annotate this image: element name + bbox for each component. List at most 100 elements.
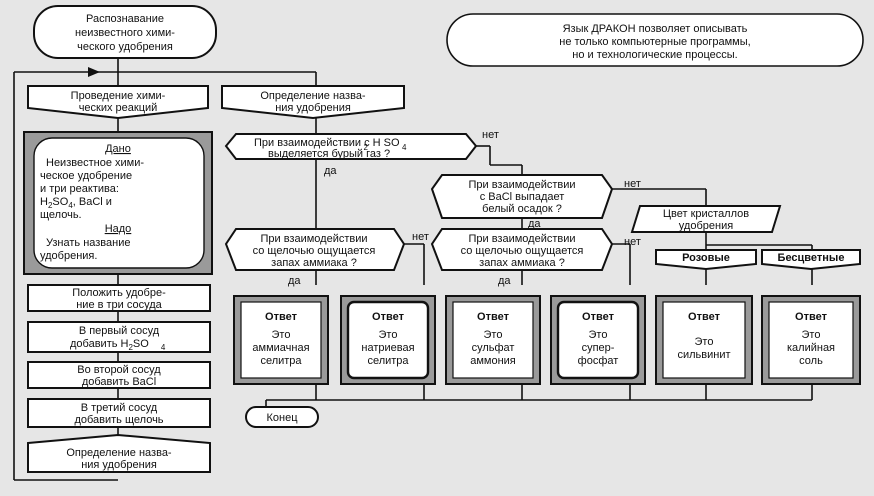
given-formula: H2SO4, BaCl и — [40, 196, 112, 210]
no-label: нет — [482, 129, 499, 141]
question-line: со щелочью ощущается — [461, 245, 584, 257]
no-label: нет — [624, 236, 641, 248]
step-box: В третий сосуд добавить щелочь — [27, 398, 211, 428]
needed-line: Узнать название — [46, 237, 130, 249]
arrow-icon — [88, 67, 100, 77]
step-address: Определение назва- ния удобрения — [27, 433, 211, 473]
answer-line: Это — [272, 329, 291, 341]
step-line: Во второй сосуд — [77, 364, 161, 376]
start-line: Распознавание — [86, 13, 164, 25]
answer-title: Ответ — [795, 311, 828, 323]
answer-box: Ответ Это супер- фосфат — [550, 295, 646, 385]
case-pink: Розовые — [655, 249, 757, 271]
answer-box: Ответ Это натриевая селитра — [340, 295, 436, 385]
yes-label: да — [324, 165, 337, 177]
answer-line: калийная — [787, 342, 835, 354]
end-label: Конец — [266, 412, 298, 424]
answer-title: Ответ — [688, 311, 721, 323]
answer-line: аммиачная — [252, 342, 309, 354]
answer-line: сильвинит — [677, 349, 730, 361]
needed-title: Надо — [105, 223, 132, 235]
end-terminator: Конец — [245, 406, 319, 428]
case-label: Розовые — [682, 252, 730, 264]
answer-line: Это — [695, 336, 714, 348]
given-line: ческое удобрение — [40, 170, 132, 182]
step-box: Положить удобре- ние в три сосуда — [27, 284, 211, 312]
note-line: Язык ДРАКОН позволяет описывать — [563, 23, 748, 35]
answer-line: аммония — [470, 355, 516, 367]
given-box: Дано Неизвестное хими- ческое удобрение … — [23, 131, 213, 275]
question-line: с BaCl выпадает — [480, 191, 565, 203]
branch-line: Проведение хими- — [71, 90, 166, 102]
question-white-precipitate: При взаимодействии с BaCl выпадает белый… — [430, 174, 614, 219]
needed-line: удобрения. — [40, 250, 97, 262]
answer-line: Это — [802, 329, 821, 341]
yes-label: да — [528, 218, 541, 230]
step-line: ния удобрения — [81, 459, 157, 471]
step-line: добавить щелочь — [74, 414, 163, 426]
given-line: щелочь. — [40, 209, 82, 221]
answer-line: селитра — [367, 355, 409, 367]
step-line: Определение назва- — [66, 447, 172, 459]
question-line: выделяется бурый газ ? — [268, 148, 390, 160]
note-line: не только компьютерные программы, — [559, 36, 750, 48]
step-line: Положить удобре- — [72, 287, 166, 299]
given-title: Дано — [105, 143, 131, 155]
answer-title: Ответ — [477, 311, 510, 323]
step-line: ние в три сосуда — [76, 299, 162, 311]
answer-box: Ответ Это калийная соль — [761, 295, 861, 385]
start-line: неизвестного хими- — [75, 27, 175, 39]
case-label: Бесцветные — [778, 252, 845, 264]
answer-line: натриевая — [361, 342, 414, 354]
yes-label: да — [498, 275, 511, 287]
given-line: и три реактива: — [40, 183, 119, 195]
answer-line: Это — [484, 329, 503, 341]
answer-box: Ответ Это сильвинит — [655, 295, 753, 385]
question-ammonia-right: При взаимодействии со щелочью ощущается … — [430, 228, 614, 271]
answer-line: сульфат — [472, 342, 515, 354]
branch-line: ния удобрения — [275, 102, 351, 114]
note-line: но и технологические процессы. — [572, 49, 737, 61]
step-line: В первый сосуд — [79, 325, 160, 337]
question-line: При взаимодействии — [468, 179, 575, 191]
note-box: Язык ДРАКОН позволяет описывать не тольк… — [446, 13, 864, 67]
answer-line: фосфат — [578, 355, 619, 367]
question-ammonia-left: При взаимодействии со щелочью ощущается … — [224, 228, 406, 271]
no-label: нет — [412, 231, 429, 243]
answer-title: Ответ — [265, 311, 298, 323]
answer-line: селитра — [260, 355, 302, 367]
start-line: ческого удобрения — [77, 41, 173, 53]
question-line: запах аммиака ? — [271, 257, 357, 269]
branch-line: ческих реакций — [79, 102, 158, 114]
given-line: Неизвестное хими- — [46, 157, 144, 169]
question-line: запах аммиака ? — [479, 257, 565, 269]
answer-line: супер- — [582, 342, 615, 354]
start-terminator: Распознавание неизвестного хими- ческого… — [33, 5, 217, 59]
branch-line: Определение назва- — [260, 90, 366, 102]
answer-title: Ответ — [372, 311, 405, 323]
answer-line: Это — [589, 329, 608, 341]
branch-header-name: Определение назва- ния удобрения — [221, 85, 405, 120]
branch-header-reactions: Проведение хими- ческих реакций — [27, 85, 209, 120]
question-line: белый осадок ? — [482, 203, 562, 215]
question-line: со щелочью ощущается — [253, 245, 376, 257]
answer-title: Ответ — [582, 311, 615, 323]
no-label: нет — [624, 178, 641, 190]
answer-box: Ответ Это сульфат аммония — [445, 295, 541, 385]
answer-box: Ответ Это аммиачная селитра — [233, 295, 329, 385]
yes-label: да — [288, 275, 301, 287]
step-line: добавить BaCl — [82, 376, 156, 388]
switch-crystal-color: Цвет кристаллов удобрения — [630, 205, 782, 233]
question-line: При взаимодействии — [260, 233, 367, 245]
answer-line: Это — [379, 329, 398, 341]
switch-line: Цвет кристаллов — [663, 208, 749, 220]
step-box: Во второй сосуд добавить BaCl — [27, 361, 211, 389]
case-colorless: Бесцветные — [761, 249, 861, 271]
question-line: При взаимодействии — [468, 233, 575, 245]
switch-line: удобрения — [679, 220, 733, 232]
